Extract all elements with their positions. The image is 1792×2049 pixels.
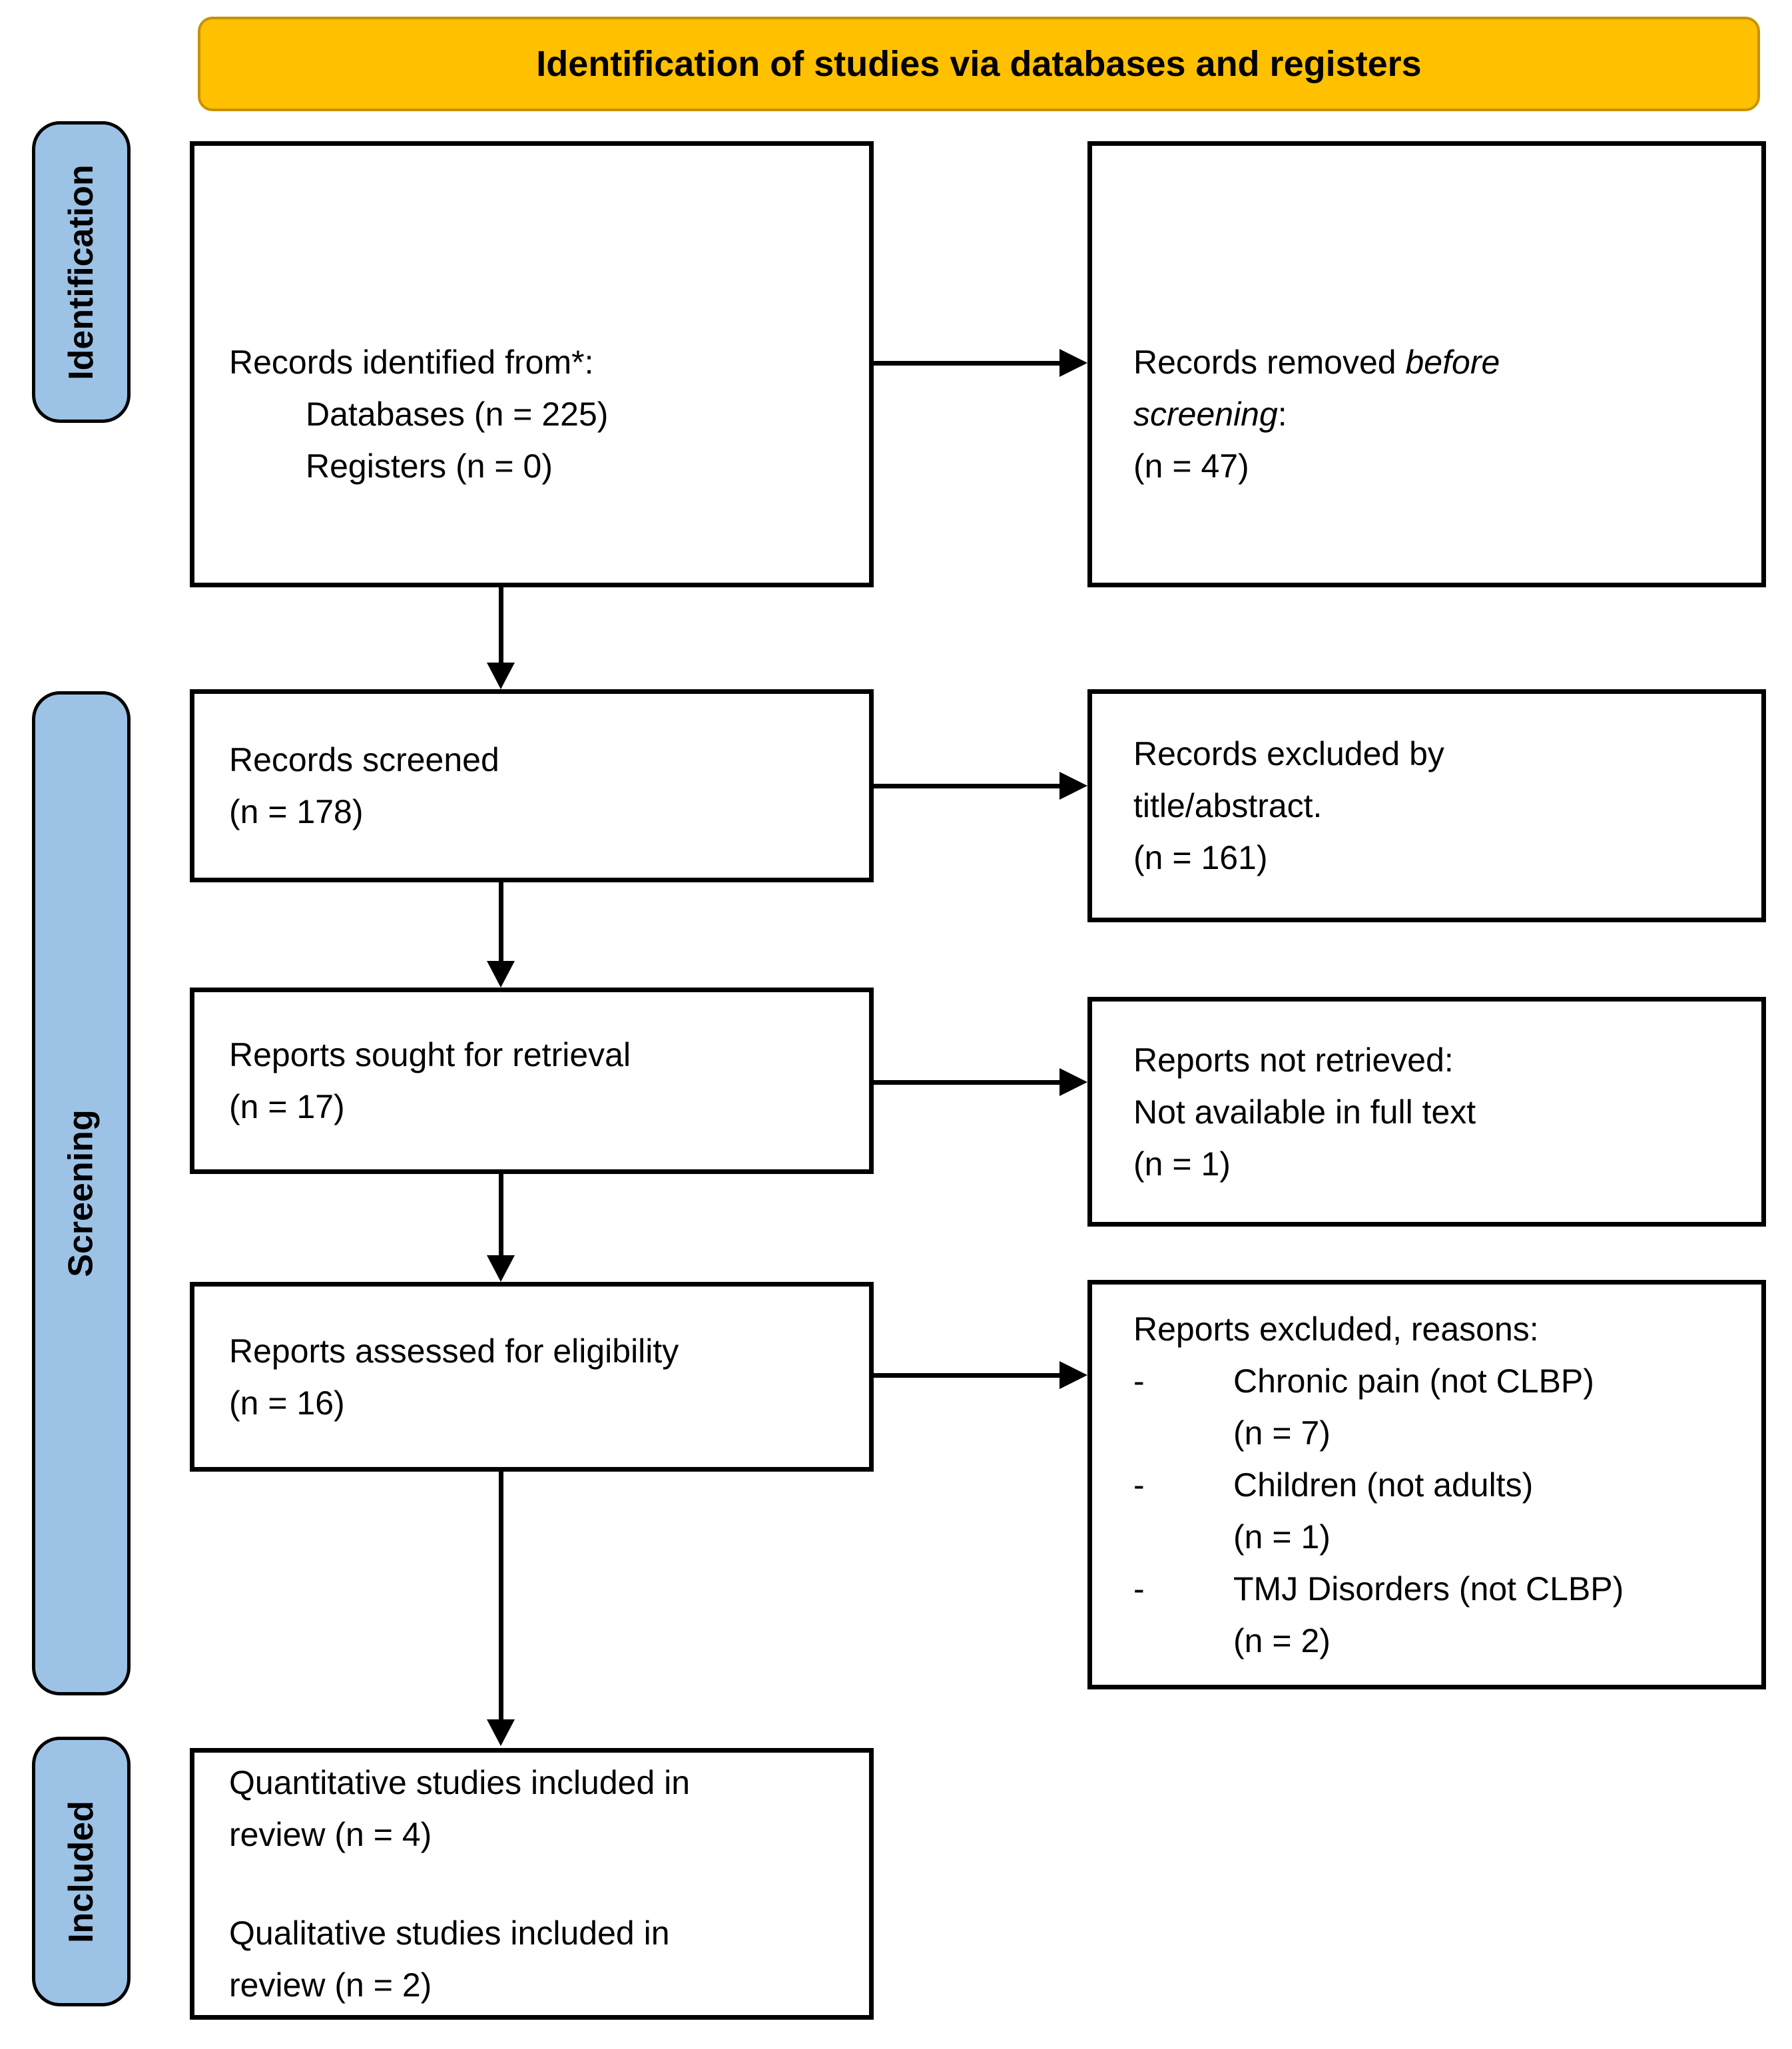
bullet-dash: -: [1133, 1466, 1145, 1504]
banner-identification-via-databases: Identification of studies via databases …: [198, 17, 1760, 111]
arrow-identified-to-screened-line: [499, 587, 503, 663]
records-removed-italic: before screening: [1133, 344, 1500, 433]
quantitative-included-line2: review (n = 4): [229, 1816, 432, 1853]
bullet-dash: -: [1133, 1362, 1145, 1400]
arrow-sought-to-notretrieved-line: [874, 1080, 1059, 1085]
arrow-identified-to-removed-line: [874, 361, 1059, 366]
records-removed-prefix: Records removed: [1133, 344, 1406, 381]
reports-assessed-text: Reports assessed for eligibility: [229, 1332, 679, 1370]
records-screened-count: (n = 178): [229, 793, 364, 830]
box-reports-assessed: Reports assessed for eligibility (n = 16…: [190, 1282, 874, 1472]
arrow-sought-to-assessed-head: [487, 1255, 515, 1282]
arrow-assessed-to-included-head: [487, 1719, 515, 1746]
stage-label-identification: Identification: [62, 164, 101, 380]
banner-title: Identification of studies via databases …: [536, 44, 1422, 84]
reports-excluded-title: Reports excluded, reasons:: [1133, 1310, 1539, 1348]
excluded-reason-count: (n = 1): [1233, 1518, 1331, 1556]
excluded-reason-item: - Children (not adults): [1133, 1459, 1741, 1511]
reports-not-retrieved-line1: Reports not retrieved:: [1133, 1041, 1454, 1079]
records-excluded-line2: title/abstract.: [1133, 787, 1323, 824]
arrow-assessed-to-included-line: [499, 1472, 503, 1719]
qualitative-included-line1: Qualitative studies included in: [229, 1914, 670, 1952]
stage-label-screening: Screening: [62, 1109, 101, 1277]
arrow-assessed-to-reasons-line: [874, 1373, 1059, 1378]
arrow-screened-to-sought-head: [487, 961, 515, 988]
records-identified-title: Records identified from*:: [229, 344, 594, 381]
box-records-removed: Records removed before screening: (n = 4…: [1087, 141, 1766, 587]
arrow-assessed-to-reasons-head: [1059, 1361, 1087, 1389]
arrow-sought-to-assessed-line: [499, 1174, 503, 1255]
arrow-identified-to-screened-head: [487, 663, 515, 689]
records-identified-registers: Registers (n = 0): [306, 447, 553, 485]
reports-not-retrieved-count: (n = 1): [1133, 1145, 1231, 1183]
box-records-screened: Records screened (n = 178): [190, 689, 874, 882]
arrow-identified-to-removed-head: [1059, 349, 1087, 377]
arrow-screened-to-excluded-line: [874, 784, 1059, 788]
stage-bar-included: Included: [32, 1737, 131, 2006]
excluded-reason-item: - TMJ Disorders (not CLBP): [1133, 1563, 1741, 1615]
stage-bar-identification: Identification: [32, 121, 131, 423]
bullet-dash: -: [1133, 1570, 1145, 1608]
excluded-reason-text: TMJ Disorders (not CLBP): [1233, 1570, 1624, 1608]
records-removed-count: (n = 47): [1133, 447, 1249, 485]
stage-label-included: Included: [62, 1800, 101, 1943]
arrow-screened-to-sought-line: [499, 882, 503, 961]
records-removed-suffix: :: [1277, 396, 1287, 433]
records-excluded-line1: Records excluded by: [1133, 735, 1444, 772]
reports-sought-count: (n = 17): [229, 1088, 345, 1125]
reports-sought-text: Reports sought for retrieval: [229, 1036, 631, 1073]
excluded-reason-count: (n = 7): [1233, 1414, 1331, 1452]
box-reports-sought: Reports sought for retrieval (n = 17): [190, 988, 874, 1174]
box-reports-excluded-reasons: Reports excluded, reasons: - Chronic pai…: [1087, 1280, 1766, 1689]
records-identified-databases: Databases (n = 225): [306, 396, 609, 433]
box-records-identified: Records identified from*: Databases (n =…: [190, 141, 874, 587]
quantitative-included-line1: Quantitative studies included in: [229, 1764, 691, 1801]
arrow-screened-to-excluded-head: [1059, 772, 1087, 800]
records-screened-text: Records screened: [229, 741, 499, 778]
arrow-sought-to-notretrieved-head: [1059, 1068, 1087, 1096]
stage-bar-screening: Screening: [32, 691, 131, 1695]
paragraph-gap: [229, 1861, 849, 1907]
box-studies-included: Quantitative studies included in review …: [190, 1748, 874, 2020]
excluded-reason-text: Children (not adults): [1233, 1466, 1534, 1504]
qualitative-included-line2: review (n = 2): [229, 1966, 432, 2004]
reports-assessed-count: (n = 16): [229, 1384, 345, 1422]
box-records-excluded: Records excluded by title/abstract. (n =…: [1087, 689, 1766, 922]
box-reports-not-retrieved: Reports not retrieved: Not available in …: [1087, 997, 1766, 1227]
excluded-reason-count: (n = 2): [1233, 1621, 1331, 1659]
excluded-reason-item: - Chronic pain (not CLBP): [1133, 1355, 1741, 1407]
reports-not-retrieved-line2: Not available in full text: [1133, 1093, 1476, 1131]
records-excluded-count: (n = 161): [1133, 839, 1268, 876]
records-removed-text: Records removed before screening:: [1133, 336, 1640, 440]
excluded-reason-text: Chronic pain (not CLBP): [1233, 1362, 1594, 1400]
